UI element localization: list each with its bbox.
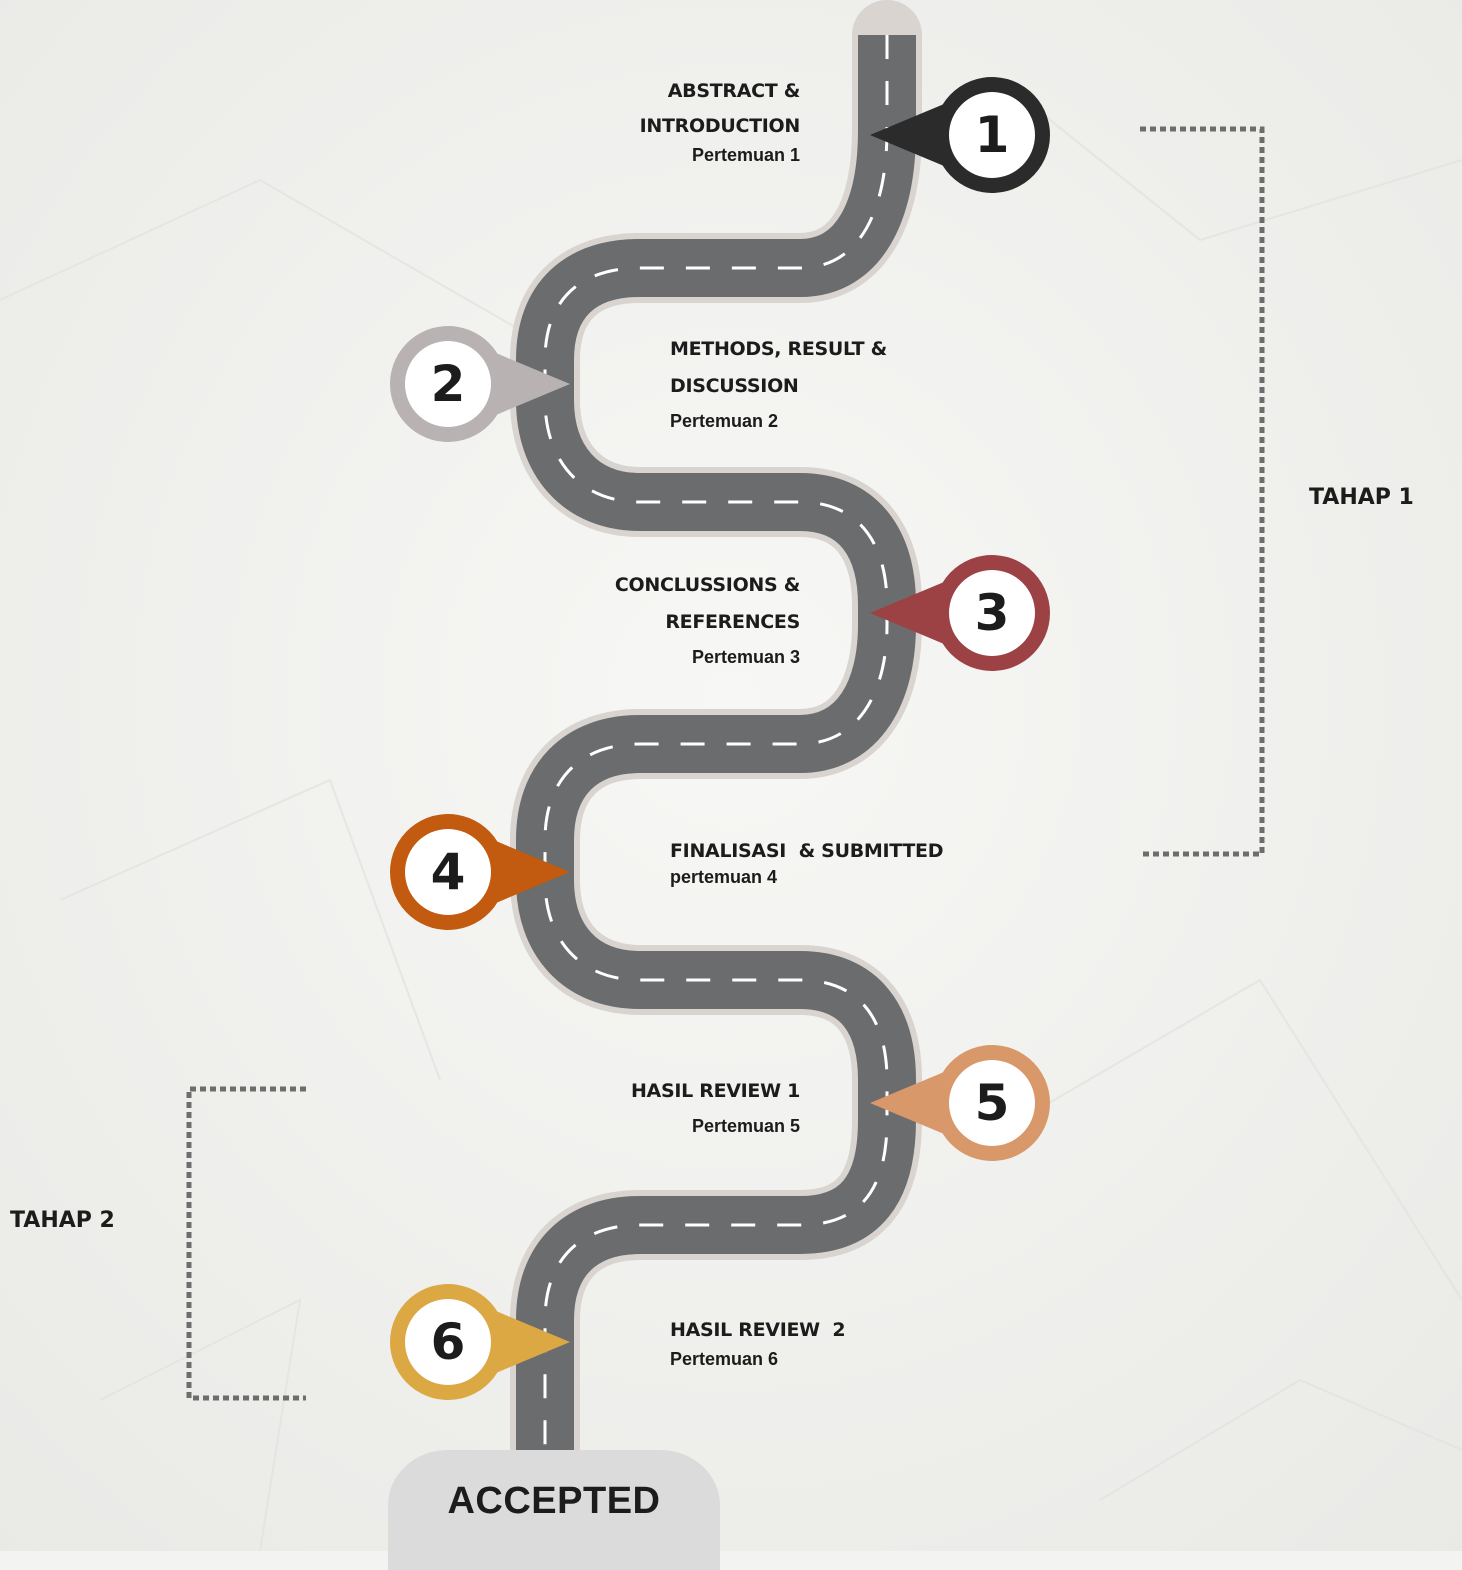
step-1-number: 1 [975,106,1010,164]
road [510,0,922,1505]
step-5-label: HASIL REVIEW 1 Pertemuan 5 [631,1073,800,1141]
step-1-title-line-1: ABSTRACT & [667,80,801,102]
step-2-meeting: Pertemuan 2 [670,411,779,431]
stage-2-label: TAHAP 2 [10,1208,115,1233]
stage-1-label: TAHAP 1 [1309,485,1414,510]
step-6-label: HASIL REVIEW 2 Pertemuan 6 [670,1312,846,1374]
step-6-pin: 6 [390,1284,570,1400]
step-3-title-line-1: CONCLUSSIONS & [614,574,800,596]
step-1-label: ABSTRACT & INTRODUCTION Pertemuan 1 [639,73,801,170]
accepted-finish-badge: ACCEPTED [388,1450,720,1570]
step-5-pin: 5 [870,1045,1050,1161]
step-5-meeting: Pertemuan 5 [691,1116,800,1136]
step-4-pin: 4 [390,814,570,931]
step-2-pin: 2 [389,325,570,442]
step-3-pin: 3 [870,555,1050,671]
step-3-number: 3 [975,584,1010,642]
step-3-title-line-2: REFERENCES [665,611,800,633]
step-1-pin: 1 [870,77,1050,193]
step-2-label: METHODS, RESULT & DISCUSSION Pertemuan 2 [670,331,887,436]
step-1-title-line-2: INTRODUCTION [639,115,801,137]
step-3-label: CONCLUSSIONS & REFERENCES Pertemuan 3 [615,567,800,672]
stage-2-bracket [186,1086,306,1401]
step-4-label: FINALISASI & SUBMITTED pertemuan 4 [670,833,943,892]
stage-1-bracket [1140,126,1265,857]
step-5-number: 5 [975,1074,1010,1132]
step-6-meeting: Pertemuan 6 [670,1349,779,1369]
step-1-meeting: Pertemuan 1 [691,145,800,165]
step-5-title: HASIL REVIEW 1 [630,1080,800,1102]
step-4-number: 4 [431,843,466,901]
step-6-number: 6 [431,1313,466,1371]
step-3-meeting: Pertemuan 3 [691,647,800,667]
step-6-title: HASIL REVIEW 2 [670,1319,846,1341]
step-2-number: 2 [431,355,466,413]
accepted-text: ACCEPTED [447,1480,661,1522]
step-2-title-line-1: METHODS, RESULT & [670,338,887,360]
step-2-title-line-2: DISCUSSION [670,375,799,397]
step-4-title: FINALISASI & SUBMITTED [670,840,944,862]
step-4-meeting: pertemuan 4 [670,867,778,887]
